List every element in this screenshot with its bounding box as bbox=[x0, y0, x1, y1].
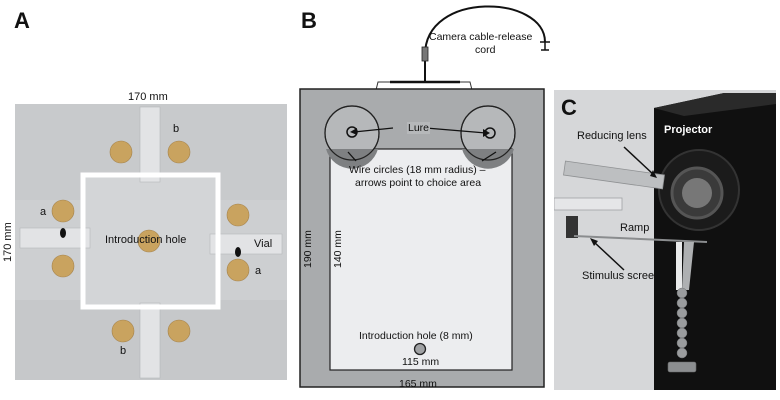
lure-arrow-right bbox=[425, 127, 487, 134]
cork-lure bbox=[226, 258, 250, 282]
label-b-top: b bbox=[173, 123, 180, 135]
insect-icon bbox=[60, 228, 66, 238]
introduction-hole-label: Introduction hole (8 mm) bbox=[359, 330, 473, 342]
insect-icon bbox=[235, 247, 241, 257]
projector-body bbox=[654, 93, 776, 390]
camera-cable bbox=[424, 5, 546, 82]
cork-lure bbox=[51, 199, 75, 223]
ramp bbox=[573, 235, 708, 243]
stimulus-screen-arrow bbox=[593, 241, 625, 271]
ramp-label: Ramp bbox=[620, 222, 650, 234]
cable-connector bbox=[421, 46, 429, 62]
white-frame bbox=[80, 172, 221, 310]
cable-label-line2: cord bbox=[475, 44, 496, 56]
choice-area-left bbox=[326, 149, 378, 169]
projector-label: Projector bbox=[664, 124, 713, 136]
reducing-lens-arrow bbox=[623, 146, 655, 176]
choice-area-right bbox=[462, 149, 514, 169]
cork-lure bbox=[111, 319, 135, 343]
side-rod bbox=[554, 197, 623, 211]
introduction-hole-label: Introduction hole bbox=[105, 234, 187, 246]
cork-lure bbox=[167, 319, 191, 343]
panel-letter-c: C bbox=[561, 95, 577, 120]
lure-arrow-left bbox=[353, 127, 394, 133]
outer-height-label: 190 mm bbox=[302, 230, 314, 268]
vial-tube-right bbox=[209, 233, 283, 255]
inner-width-label: 115 mm bbox=[402, 356, 440, 368]
choice-arena-diagram bbox=[299, 5, 550, 388]
vial-label: Vial bbox=[254, 238, 273, 250]
cork-lure bbox=[51, 254, 75, 278]
vial-tube-left bbox=[19, 227, 91, 249]
inner-area bbox=[329, 148, 513, 371]
wire-circles-label-line1: Wire circles (18 mm radius) – bbox=[349, 164, 486, 176]
projector-setup-illustration bbox=[554, 90, 776, 390]
cork-lure bbox=[109, 140, 133, 164]
vial-tube-top bbox=[139, 106, 161, 183]
wire-circles-label-line2: arrows point to choice area bbox=[355, 177, 482, 189]
vial-tube-bottom bbox=[139, 302, 161, 379]
label-a-right: a bbox=[255, 265, 262, 277]
label-b-bottom: b bbox=[120, 345, 127, 357]
introduction-hole-cork bbox=[137, 229, 161, 253]
release-plunger bbox=[540, 41, 550, 51]
stimulus-screen-label: Stimulus screen bbox=[582, 270, 661, 282]
arena-illustration bbox=[15, 104, 287, 380]
reducing-lens-label: Reducing lens bbox=[577, 130, 647, 142]
panel-letter-a: A bbox=[14, 8, 30, 33]
cork-lure bbox=[167, 140, 191, 164]
panel-letter-b: B bbox=[301, 8, 317, 33]
cable-label-line1: Camera cable-release bbox=[429, 31, 533, 43]
introduction-hole bbox=[413, 342, 427, 356]
choice-arrow-right bbox=[481, 151, 497, 162]
cork-lure bbox=[226, 203, 250, 227]
label-a-left: a bbox=[40, 206, 47, 218]
lure-label: Lure bbox=[407, 122, 431, 134]
inner-height-label: 140 mm bbox=[332, 230, 344, 268]
arena-width-label: 170 mm bbox=[128, 91, 168, 103]
stand-base bbox=[667, 361, 697, 373]
ramp-block bbox=[566, 216, 578, 238]
lens-rod bbox=[563, 160, 665, 190]
outer-width-label: 165 mm bbox=[399, 378, 437, 390]
choice-arrow-left bbox=[347, 151, 357, 162]
